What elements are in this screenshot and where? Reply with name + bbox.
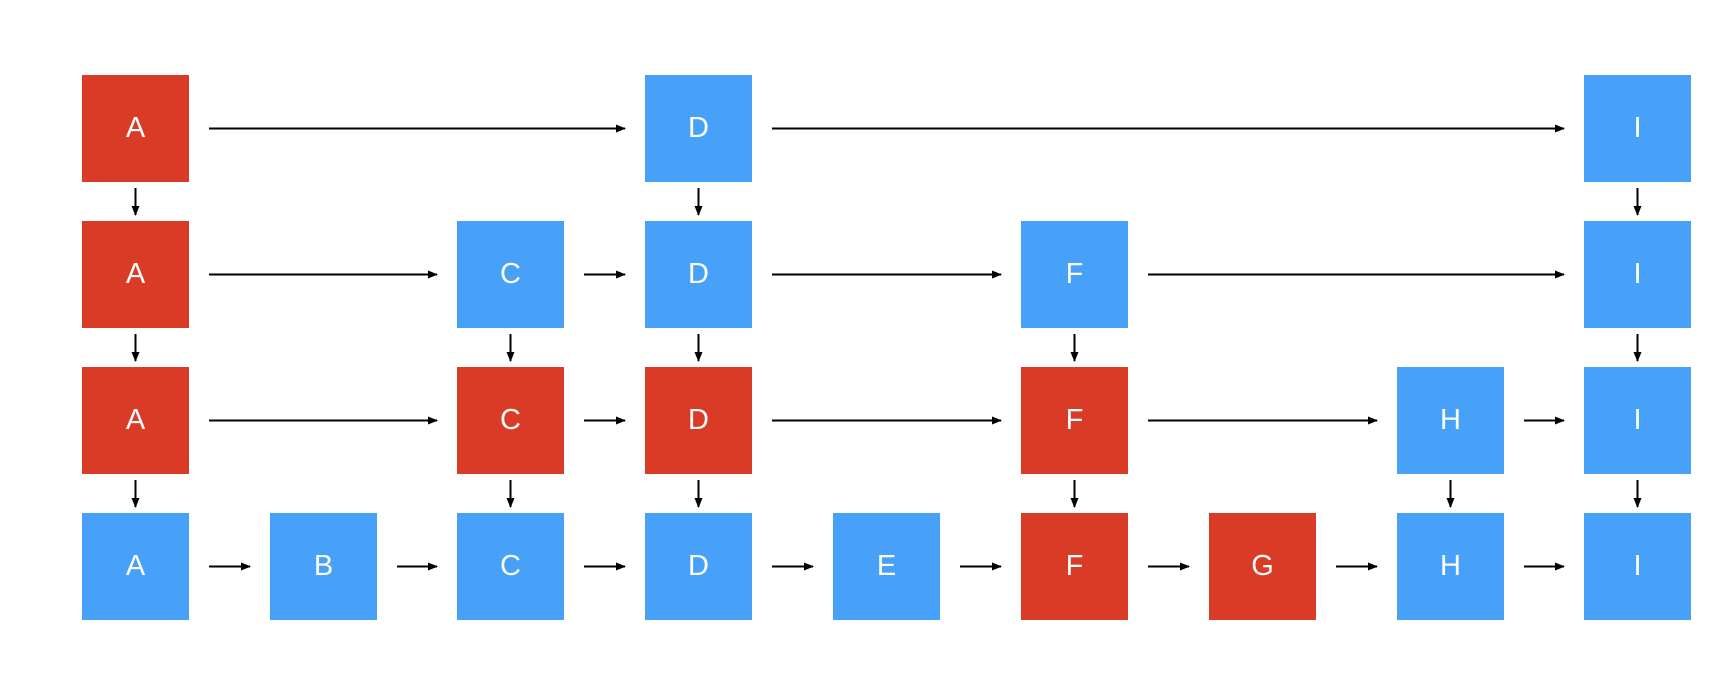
node-label: D [688, 112, 709, 144]
node-label: I [1633, 404, 1642, 436]
node-b-level-3: B [270, 513, 377, 620]
node-label: C [500, 550, 521, 582]
node-d-level-3: D [645, 513, 752, 620]
node-i-level-0: I [1584, 75, 1691, 182]
node-d-level-2: D [645, 367, 752, 474]
node-label: A [125, 258, 146, 290]
node-label: D [688, 404, 709, 436]
node-a-level-1: A [82, 221, 189, 328]
node-label: I [1633, 550, 1642, 582]
node-label: F [1065, 550, 1084, 582]
node-f-level-2: F [1021, 367, 1128, 474]
node-label: A [125, 112, 146, 144]
node-d-level-1: D [645, 221, 752, 328]
node-h-level-3: H [1397, 513, 1504, 620]
node-label: C [500, 258, 521, 290]
node-label: B [313, 550, 334, 582]
node-f-level-1: F [1021, 221, 1128, 328]
node-c-level-2: C [457, 367, 564, 474]
node-label: A [125, 404, 146, 436]
node-label: D [688, 550, 709, 582]
node-label: C [500, 404, 521, 436]
node-i-level-3: I [1584, 513, 1691, 620]
node-label: F [1065, 258, 1084, 290]
node-label: G [1251, 550, 1274, 582]
node-f-level-3: F [1021, 513, 1128, 620]
node-h-level-2: H [1397, 367, 1504, 474]
node-i-level-2: I [1584, 367, 1691, 474]
node-label: D [688, 258, 709, 290]
node-a-level-2: A [82, 367, 189, 474]
node-label: I [1633, 112, 1642, 144]
node-label: F [1065, 404, 1084, 436]
node-label: H [1440, 550, 1461, 582]
node-label: I [1633, 258, 1642, 290]
node-d-level-0: D [645, 75, 752, 182]
node-i-level-1: I [1584, 221, 1691, 328]
node-label: A [125, 550, 146, 582]
node-label: H [1440, 404, 1461, 436]
node-e-level-3: E [833, 513, 940, 620]
node-a-level-3: A [82, 513, 189, 620]
node-label: E [876, 550, 897, 582]
node-c-level-3: C [457, 513, 564, 620]
node-c-level-1: C [457, 221, 564, 328]
node-g-level-3: G [1209, 513, 1316, 620]
node-a-level-0: A [82, 75, 189, 182]
